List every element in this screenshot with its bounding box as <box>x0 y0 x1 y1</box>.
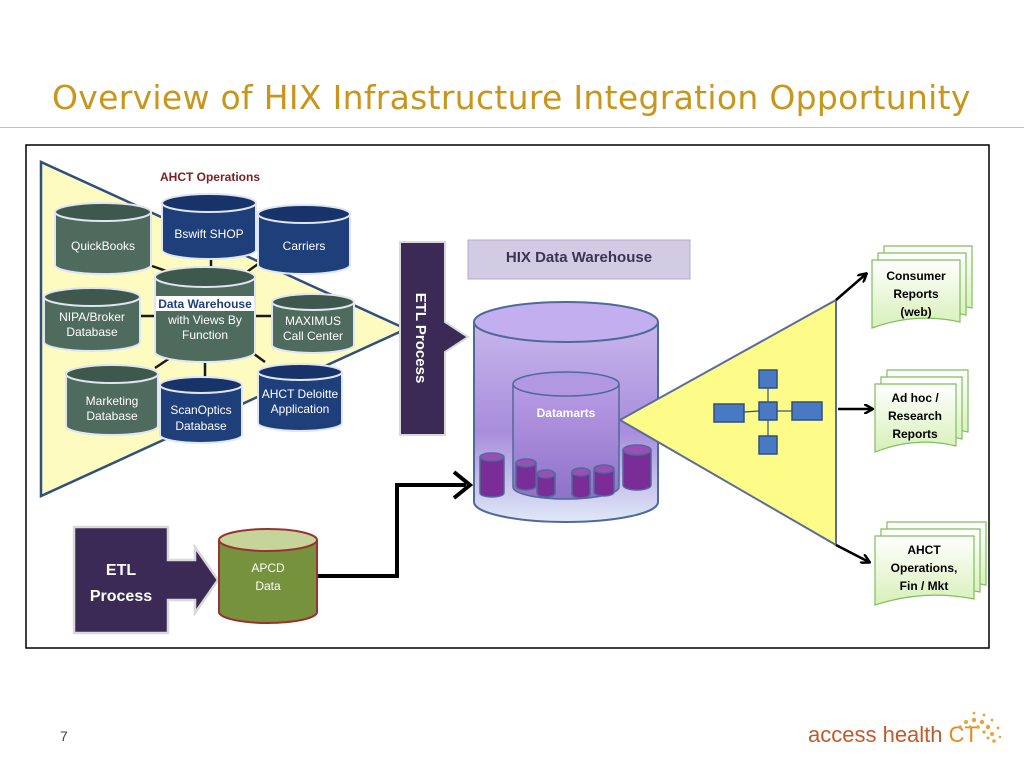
db-deloitte-label-1: AHCT Deloitte <box>262 387 339 401</box>
apcd-cylinder: APCD Data <box>218 528 318 624</box>
report-ahct-line-3: Fin / Mkt <box>900 579 949 593</box>
etl-vertical-label: ETL Process <box>412 293 429 384</box>
logo-text: access health CT <box>808 722 978 748</box>
report-adhoc-line-1: Ad hoc / <box>891 391 939 405</box>
hub-box-links <box>743 388 792 436</box>
db-scanoptics-label-1: ScanOptics <box>170 403 231 417</box>
db-marketing-label-1: Marketing <box>86 394 139 408</box>
operations-label: AHCT Operations <box>160 170 260 184</box>
db-scanoptics: ScanOptics Database <box>159 376 243 444</box>
db-central-warehouse: Data Warehouse with Views By Function <box>154 266 256 363</box>
access-health-ct-logo: access health CT <box>808 711 1008 758</box>
db-nipa-label-2: Database <box>66 325 118 339</box>
report-consumer-line-3: (web) <box>900 305 931 319</box>
etl-process-vertical-arrow: ETL Process <box>399 241 470 436</box>
report-ahct-line-1: AHCT <box>907 543 941 557</box>
apcd-line-2: Data <box>255 579 281 593</box>
logo-main: access health <box>808 722 943 747</box>
datamarts-label: Datamarts <box>537 406 596 420</box>
db-carriers: Carriers <box>257 204 351 275</box>
datamarts-cylinder: Datamarts <box>512 371 620 500</box>
db-maximus-label-1: MAXIMUS <box>285 314 341 328</box>
db-carriers-label: Carriers <box>283 239 326 253</box>
apcd-to-warehouse-connector <box>318 483 466 578</box>
db-bswift: Bswift SHOP <box>161 193 257 260</box>
db-central-label-1: Data Warehouse <box>158 297 252 311</box>
db-bswift-label: Bswift SHOP <box>174 227 243 241</box>
slide-title: Overview of HIX Infrastructure Integrati… <box>52 78 971 117</box>
report-ahct-line-2: Operations, <box>891 561 958 575</box>
etl-box-line-1: ETL <box>106 562 136 579</box>
apcd-arrowhead <box>452 470 474 500</box>
report-adhoc-line-2: Research <box>888 409 942 423</box>
report-consumer: Consumer Reports (web) <box>871 245 973 329</box>
report-arrows <box>835 274 872 562</box>
db-maximus: MAXIMUS Call Center <box>271 293 355 354</box>
db-quickbooks-label: QuickBooks <box>71 239 135 253</box>
db-central-label-3: Function <box>182 328 228 342</box>
page-number: 7 <box>60 728 68 744</box>
db-marketing: Marketing Database <box>65 364 159 436</box>
db-maximus-label-2: Call Center <box>283 329 343 343</box>
db-marketing-label-2: Database <box>86 409 138 423</box>
db-central-label-2: with Views By <box>167 313 242 327</box>
mini-datamart-cylinders <box>479 444 652 499</box>
hix-label: HIX Data Warehouse <box>506 249 652 266</box>
db-quickbooks: QuickBooks <box>54 202 152 275</box>
title-divider <box>0 127 1024 128</box>
hub-boxes <box>713 369 823 455</box>
etl-process-box: ETL Process <box>72 525 220 635</box>
db-nipa-broker: NIPA/Broker Database <box>43 287 141 352</box>
db-nipa-label-1: NIPA/Broker <box>59 310 125 324</box>
report-adhoc: Ad hoc / Research Reports <box>874 369 969 453</box>
report-consumer-line-2: Reports <box>893 287 939 301</box>
hix-label-box <box>467 239 691 280</box>
apcd-line-1: APCD <box>251 561 285 575</box>
etl-box-line-2: Process <box>90 588 152 605</box>
db-scanoptics-label-2: Database <box>175 419 227 433</box>
sunburst-dots-icon <box>958 711 1002 743</box>
db-deloitte: AHCT Deloitte Application <box>257 363 343 432</box>
report-consumer-line-1: Consumer <box>886 269 946 283</box>
logo-suffix: CT <box>948 722 978 747</box>
report-adhoc-line-3: Reports <box>892 427 938 441</box>
report-ahct-operations: AHCT Operations, Fin / Mkt <box>874 521 987 606</box>
db-deloitte-label-2: Application <box>271 402 330 416</box>
